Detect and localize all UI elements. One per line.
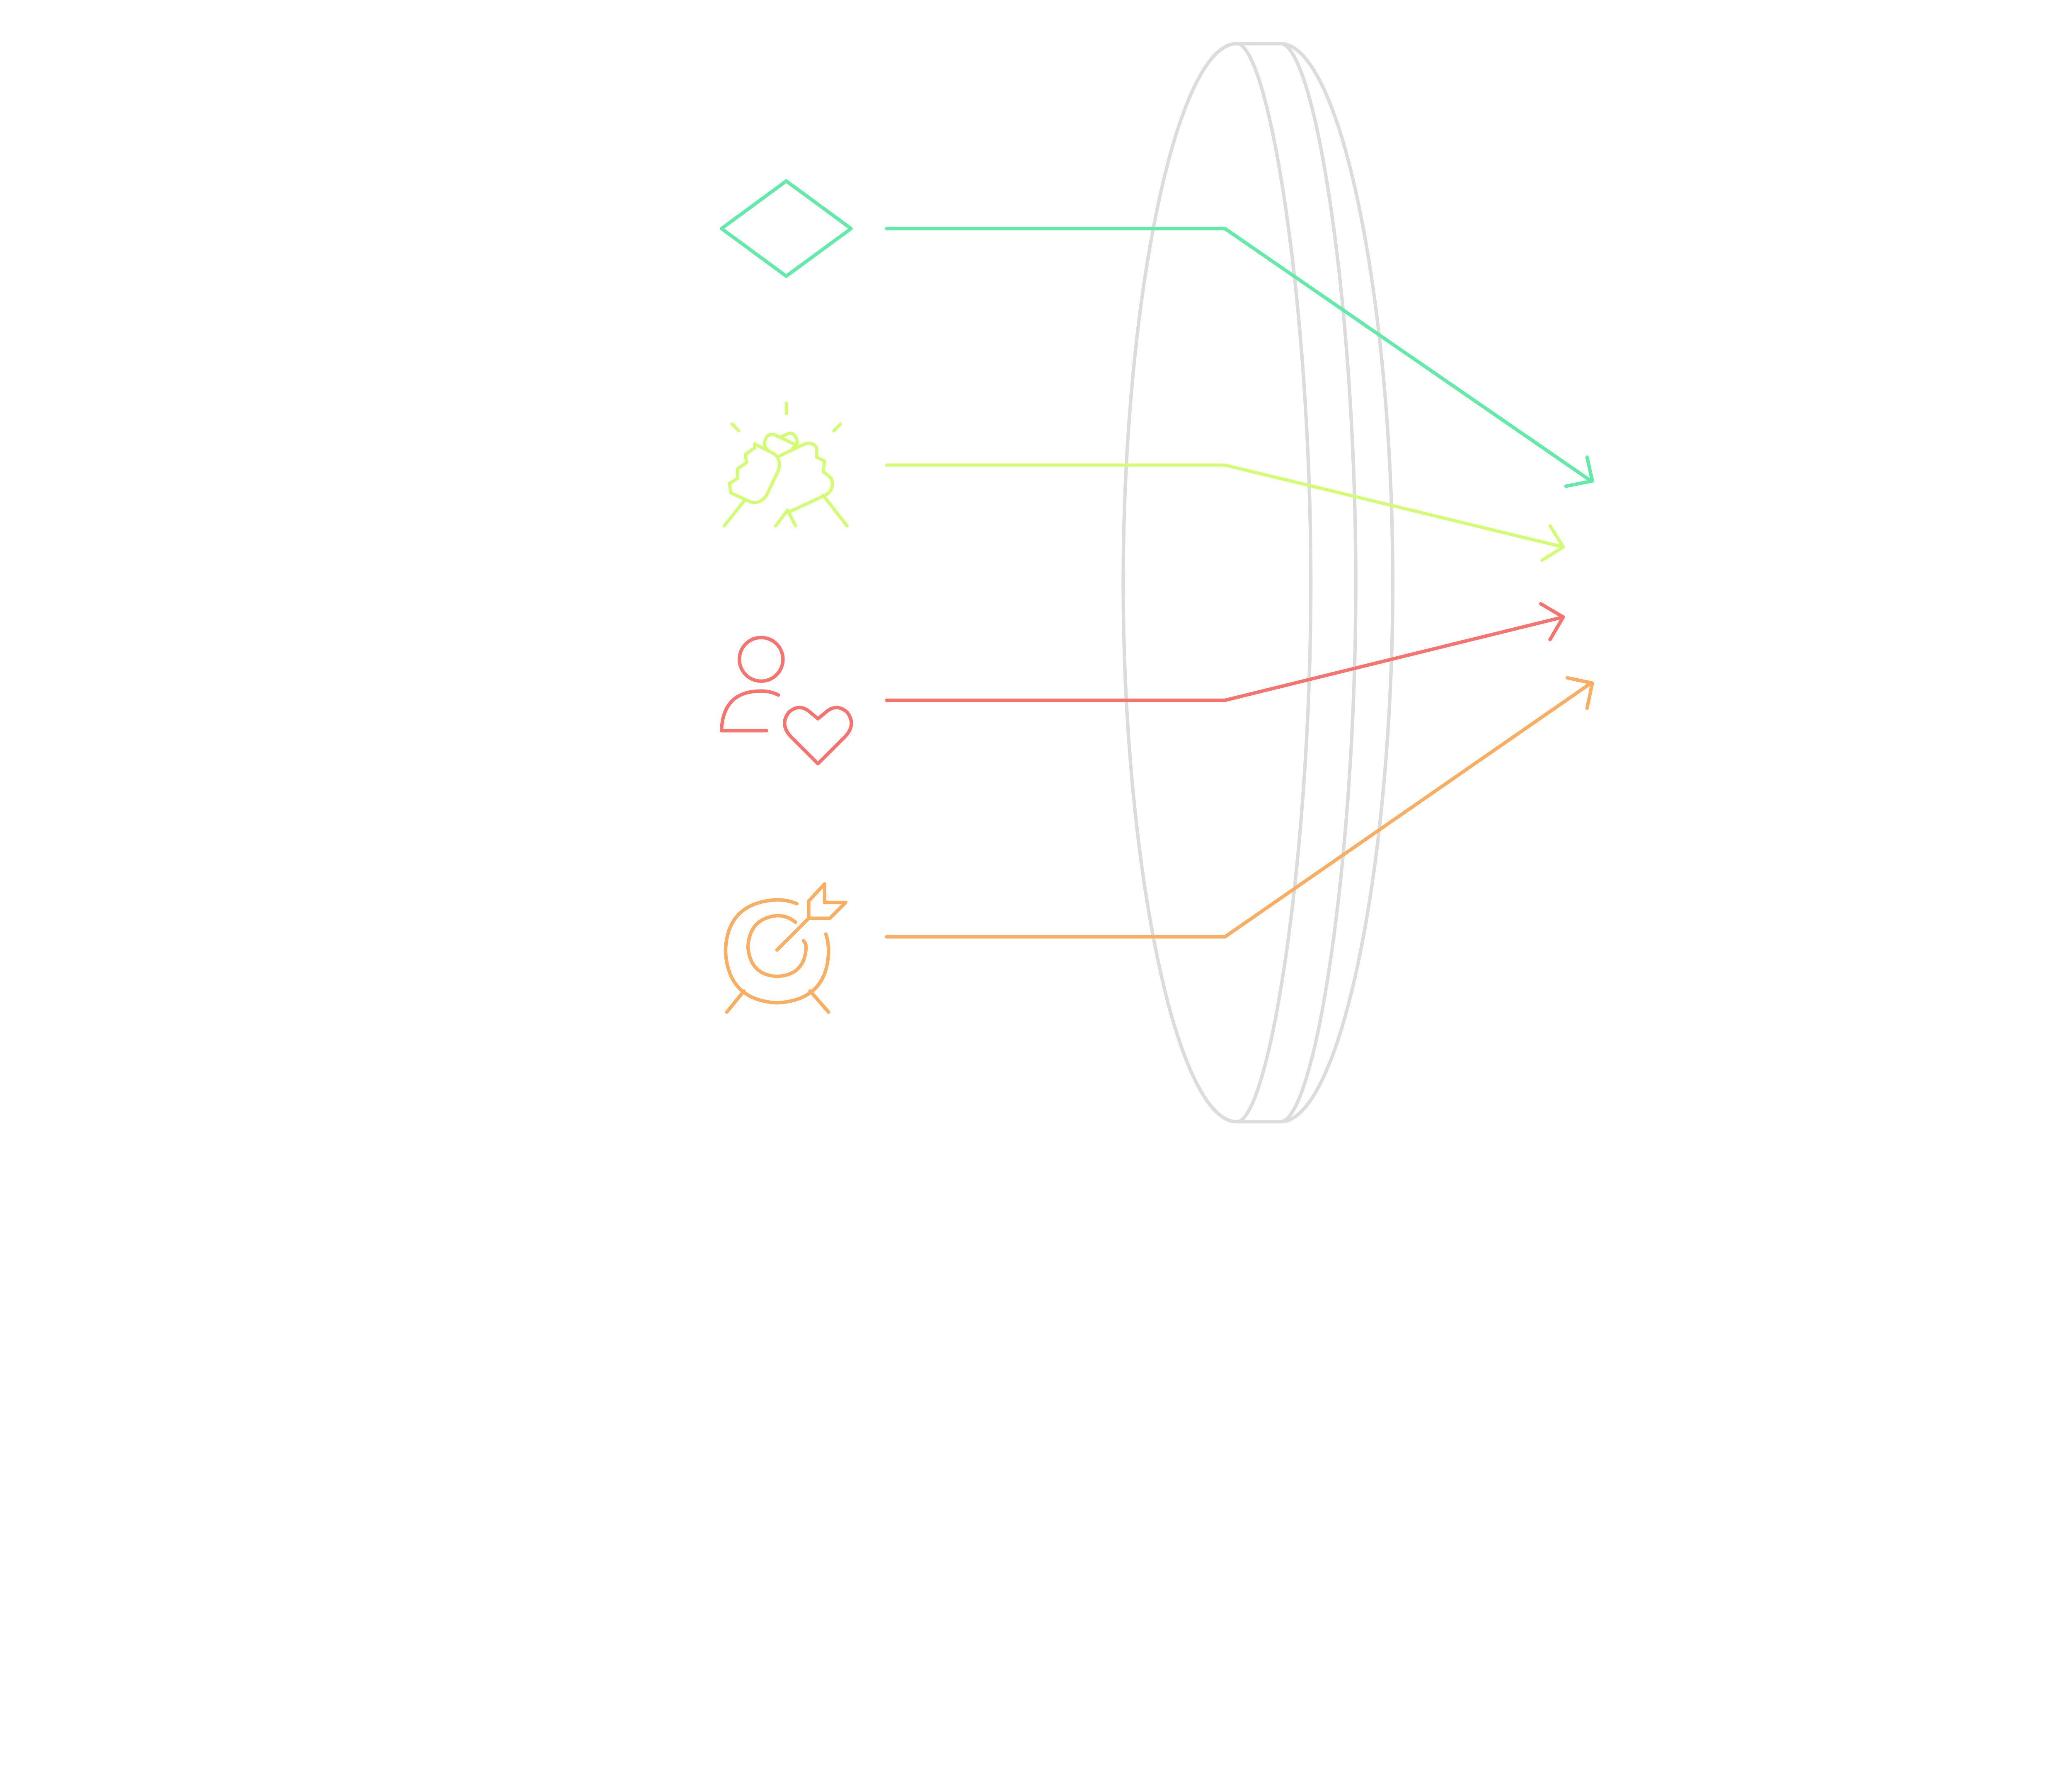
fist-left	[728, 442, 781, 504]
heart-shape	[783, 706, 853, 766]
spark-left	[730, 422, 741, 433]
user-heart-icon	[719, 636, 853, 766]
arrowhead-1	[1564, 455, 1594, 488]
arrowhead-4	[1565, 676, 1594, 710]
target-outer-ring	[724, 898, 830, 1005]
user-body	[719, 689, 780, 733]
target-arrow	[775, 882, 847, 952]
lens-icon	[1121, 42, 1395, 1124]
arm-right	[821, 493, 849, 527]
target-inner-ring	[746, 914, 808, 978]
arrowhead-3	[1539, 602, 1565, 641]
connector-line-3	[885, 615, 1565, 702]
stand-right	[808, 989, 830, 1014]
row-diamond	[719, 179, 1594, 488]
lens-inner-edge-2	[1278, 42, 1358, 1124]
handshake-icon	[722, 401, 849, 527]
connector-line-4	[885, 681, 1593, 939]
lens-diagram	[719, 42, 1594, 1124]
target-arrow-icon	[724, 882, 847, 1014]
arm-left	[722, 498, 747, 527]
row-handshake	[722, 401, 1565, 562]
stand-left	[725, 989, 746, 1014]
diamond-icon	[719, 179, 853, 278]
lens-inner-edge-1	[1235, 42, 1313, 1124]
thumb-right	[778, 431, 799, 450]
lens-outer-front	[1121, 42, 1395, 1124]
arrowhead-2	[1540, 524, 1565, 562]
arm-middle	[774, 508, 797, 527]
thumb-left	[763, 433, 799, 454]
diagram-canvas	[719, 42, 1594, 1124]
row-user-heart	[719, 602, 1565, 766]
spark-right	[832, 422, 842, 433]
connector-line-2	[885, 463, 1565, 549]
user-head	[737, 636, 785, 683]
fist-right	[778, 441, 834, 515]
connector-line-1	[885, 227, 1593, 483]
row-target	[724, 676, 1594, 1014]
